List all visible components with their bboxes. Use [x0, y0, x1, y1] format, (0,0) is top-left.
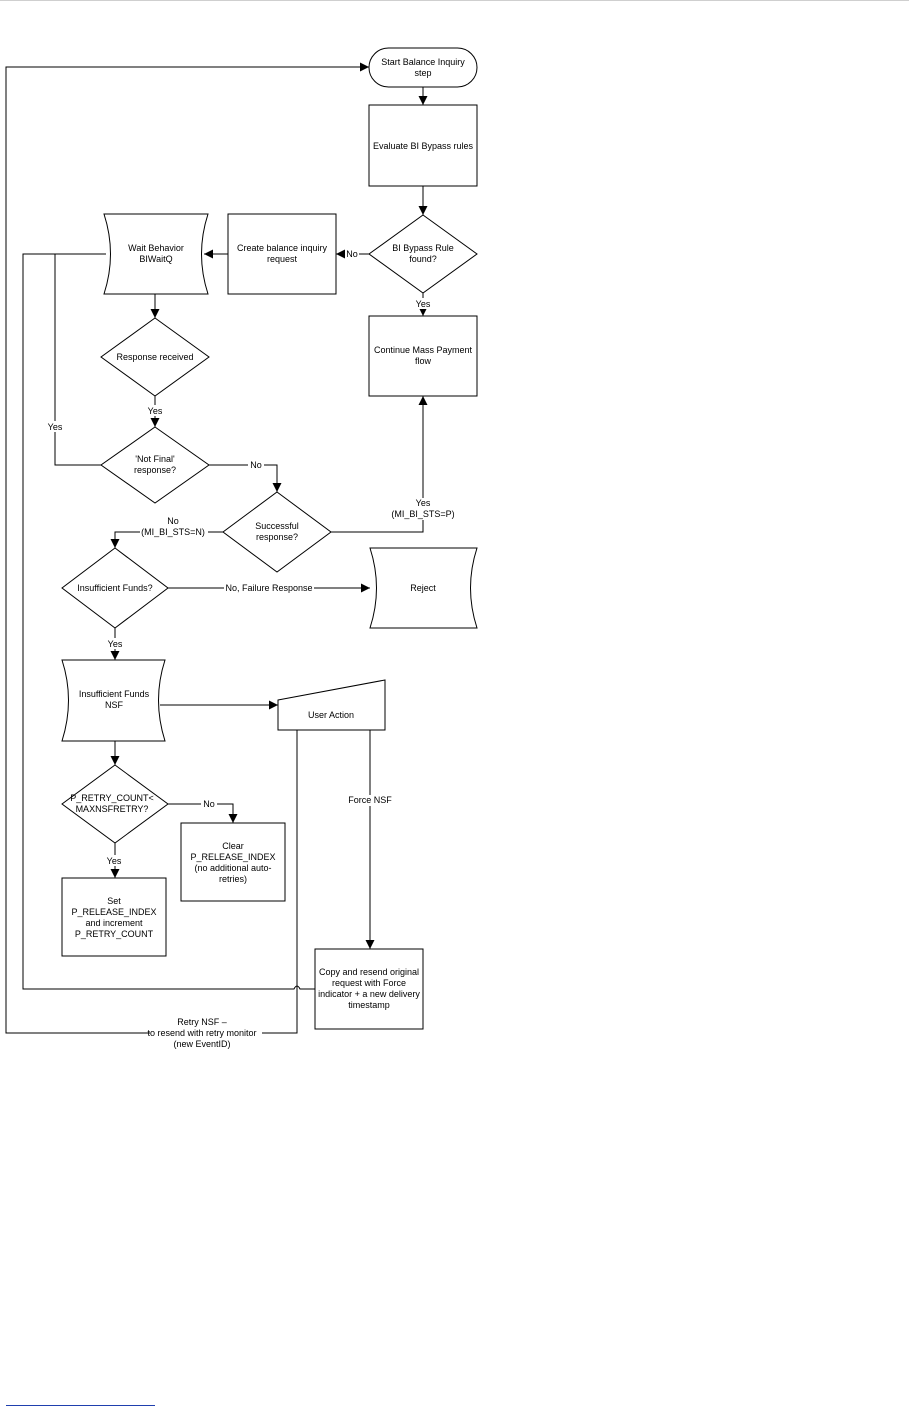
edge-retry-nsf-loop [5, 62, 369, 1034]
node-clear-line-4: retries) [219, 874, 247, 884]
connectors [5, 62, 428, 1034]
node-continue-flow: Continue Mass Payment flow [368, 315, 478, 397]
node-set-index: Set P_RELEASE_INDEX and increment P_RETR… [61, 877, 167, 957]
top-rule [0, 0, 909, 1]
label-retry-nsf-1: Retry NSF – [177, 1017, 227, 1027]
node-bypass-decision: BI Bypass Rule found? [368, 214, 478, 294]
node-wait-line-2: BIWaitQ [139, 254, 172, 264]
node-wait-line-1: Wait Behavior [128, 243, 184, 253]
node-clear-line-2: P_RELEASE_INDEX [190, 852, 275, 862]
edge-notfinal-no [209, 464, 282, 492]
node-bypass-line-1: BI Bypass Rule [392, 243, 454, 253]
node-response-received: Response received [100, 317, 210, 397]
node-notfinal-line-2: response? [134, 465, 176, 475]
label-response-yes: Yes [148, 406, 163, 416]
node-insufficient-line-1: Insufficient Funds? [77, 583, 152, 593]
label-insufficient-no: No, Failure Response [225, 583, 312, 593]
node-create-line-1: Create balance inquiry [237, 243, 328, 253]
label-loop-yes: Yes [48, 422, 63, 432]
node-nsf-queue: Insufficient Funds NSF [61, 659, 166, 742]
edge-success-yes [331, 396, 428, 533]
label-bypass-no: No [346, 249, 358, 259]
node-resend-line-2: request with Force [332, 978, 406, 988]
label-retry-nsf-2: to resend with retry monitor [147, 1028, 256, 1038]
node-user-action: User Action [277, 679, 386, 731]
node-insufficient-decision: Insufficient Funds? [61, 547, 169, 629]
node-resend-line-1: Copy and resend original [319, 967, 419, 977]
edge-retry-no [168, 803, 238, 823]
label-force-nsf: Force NSF [348, 795, 392, 805]
node-resend: Copy and resend original request with Fo… [314, 948, 424, 1030]
edge-labels: No Yes Yes Yes No Yes (MI_BI_STS=P) No (… [45, 248, 456, 1049]
node-successful-line-1: Successful [255, 521, 299, 531]
node-start: Start Balance Inquiry step [368, 47, 478, 88]
edge-resend-loop [22, 253, 315, 990]
node-wait: Wait Behavior BIWaitQ [103, 213, 209, 295]
node-set-line-4: P_RETRY_COUNT [75, 929, 154, 939]
node-not-final: 'Not Final' response? [100, 426, 210, 504]
label-success-no-1: No [167, 516, 179, 526]
label-retry-no: No [203, 799, 215, 809]
node-continue-line-1: Continue Mass Payment [374, 345, 473, 355]
label-notfinal-no: No [250, 460, 262, 470]
node-clear-line-1: Clear [222, 841, 244, 851]
node-successful: Successful response? [222, 491, 332, 573]
label-success-yes-2: (MI_BI_STS=P) [391, 509, 454, 519]
node-reject: Reject [369, 547, 478, 629]
node-bypass-line-2: found? [409, 254, 437, 264]
node-nsf-line-1: Insufficient Funds [79, 689, 150, 699]
node-clear-index: Clear P_RELEASE_INDEX (no additional aut… [180, 822, 286, 902]
node-retry-decision: P_RETRY_COUNT< MAXNSFRETRY? [61, 764, 169, 844]
node-resend-line-4: timestamp [348, 1000, 390, 1010]
node-start-line-1: Start Balance Inquiry [381, 57, 465, 67]
node-nsf-line-2: NSF [105, 700, 124, 710]
node-reject-line-1: Reject [410, 583, 436, 593]
node-start-line-2: step [414, 68, 431, 78]
node-create-line-2: request [267, 254, 298, 264]
node-create-request: Create balance inquiry request [227, 213, 337, 295]
node-set-line-2: P_RELEASE_INDEX [71, 907, 156, 917]
label-bypass-yes: Yes [416, 299, 431, 309]
label-retry-nsf-3: (new EventID) [173, 1039, 230, 1049]
node-retry-line-1: P_RETRY_COUNT< [70, 793, 154, 803]
footnote-separator [6, 1405, 155, 1406]
node-successful-line-2: response? [256, 532, 298, 542]
label-retry-yes: Yes [107, 856, 122, 866]
node-set-line-1: Set [107, 896, 121, 906]
node-useraction-line-1: User Action [308, 710, 354, 720]
node-evaluate: Evaluate BI Bypass rules [368, 104, 478, 187]
label-success-no-2: (MI_BI_STS=N) [141, 527, 205, 537]
node-clear-line-3: (no additional auto- [194, 863, 271, 873]
node-evaluate-line-1: Evaluate BI Bypass rules [373, 141, 474, 151]
node-notfinal-line-1: 'Not Final' [135, 454, 175, 464]
node-retry-line-2: MAXNSFRETRY? [76, 804, 149, 814]
node-continue-line-2: flow [415, 356, 432, 366]
node-response-line-1: Response received [116, 352, 193, 362]
label-insufficient-yes: Yes [108, 639, 123, 649]
node-resend-line-3: indicator + a new delivery [318, 989, 420, 999]
label-success-yes-1: Yes [416, 498, 431, 508]
node-set-line-3: and increment [85, 918, 143, 928]
edge-notfinal-yes-loop [54, 253, 106, 466]
